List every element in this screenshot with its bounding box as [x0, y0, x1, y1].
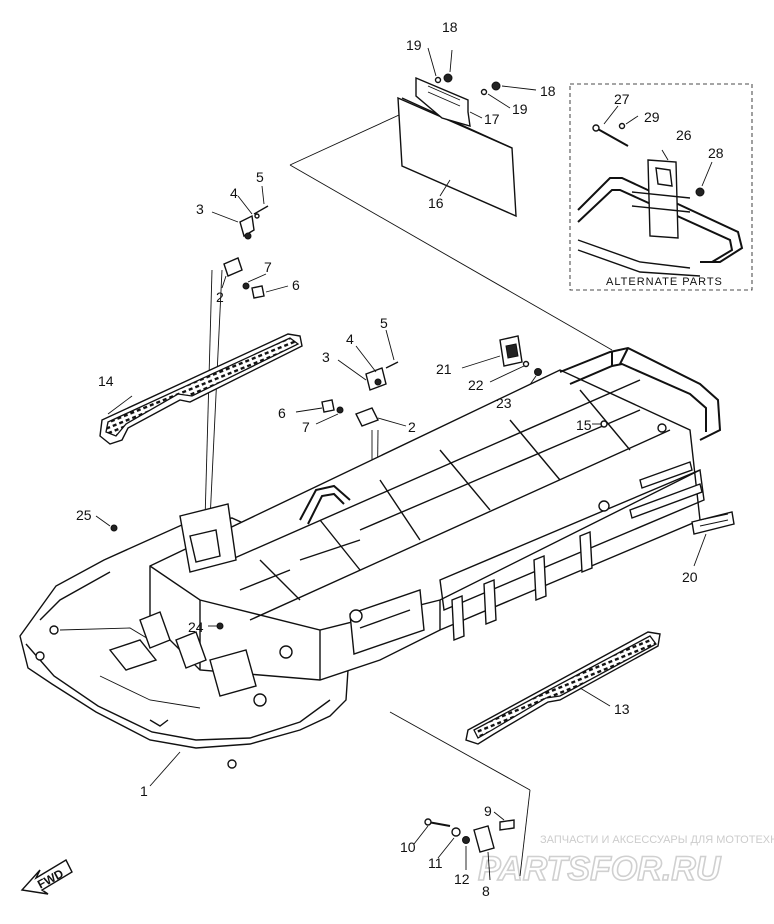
hinge-part-3b: [365, 367, 387, 391]
hinge-17: [415, 76, 471, 127]
callout-19: 19: [512, 101, 528, 117]
nut-28: [695, 187, 705, 197]
callout-18: 18: [442, 19, 458, 35]
callout-18: 18: [540, 83, 556, 99]
callout-12: 12: [454, 871, 470, 887]
hinge-part-3a: [239, 214, 255, 238]
nut-18a: [443, 73, 453, 83]
callout-3: 3: [196, 201, 204, 217]
callout-29: 29: [644, 109, 660, 125]
hinge-hardware-upper: [211, 185, 289, 299]
callout-5: 5: [380, 315, 388, 331]
callout-28: 28: [708, 145, 724, 161]
inset-dashed-frame: [569, 83, 753, 291]
callout-5: 5: [256, 169, 264, 185]
pin-5a: [253, 205, 269, 215]
hinge-hardware-center: [295, 329, 407, 427]
bolt-6a: [251, 285, 265, 299]
washer-7b: [336, 406, 344, 414]
rear-flap-group: [397, 47, 537, 218]
callout-23: 23: [496, 395, 512, 411]
callout-2: 2: [216, 289, 224, 305]
callout-11: 11: [428, 855, 443, 871]
bolt-10: [427, 821, 451, 827]
callout-19: 19: [406, 37, 422, 53]
callout-13: 13: [614, 701, 630, 717]
callout-16: 16: [428, 195, 444, 211]
hinge-part-2a: [223, 257, 243, 277]
callout-27: 27: [614, 91, 630, 107]
bolt-6b: [321, 399, 335, 413]
callout-4: 4: [230, 185, 238, 201]
bolt-27: [595, 127, 629, 147]
callout-26: 26: [676, 127, 692, 143]
hitch-hardware: [413, 811, 515, 881]
callout-numbers: 18 19 18 19 17 16 27 29 26 28 5 4 3 7 2 …: [76, 19, 724, 899]
alternate-parts-inset: ALTERNATE PARTS: [569, 83, 753, 291]
hitch-bracket-8: [473, 825, 495, 853]
callout-1: 1: [140, 783, 148, 799]
washer-29: [618, 122, 626, 130]
footrest-14: [99, 333, 303, 445]
washer-22: [522, 360, 530, 368]
chassis-frame-1: [19, 346, 735, 787]
washer-7a: [242, 282, 250, 290]
fastener-25: [110, 524, 118, 532]
washer-19a: [434, 76, 442, 84]
callout-15: 15: [576, 417, 592, 433]
callout-7: 7: [302, 419, 310, 435]
nut-18b: [491, 81, 501, 91]
callout-24: 24: [188, 619, 204, 635]
watermark-site: PARTSFOR.RU: [478, 850, 722, 888]
callout-9: 9: [484, 803, 492, 819]
nut-12: [462, 836, 470, 844]
washer-19b: [480, 88, 488, 96]
callout-6: 6: [278, 405, 286, 421]
alternate-parts-label: ALTERNATE PARTS: [606, 276, 723, 288]
bracket-21-group: [461, 335, 542, 397]
callout-25: 25: [76, 507, 92, 523]
pin-5b: [385, 361, 399, 369]
callout-21: 21: [436, 361, 452, 377]
callout-6: 6: [292, 277, 300, 293]
callout-8: 8: [482, 883, 490, 899]
callout-14: 14: [98, 373, 114, 389]
washer-11: [451, 827, 461, 837]
footrest-13: [465, 631, 661, 745]
callout-10: 10: [400, 839, 416, 855]
hinge-part-2b: [355, 407, 379, 427]
fwd-arrow: FWD: [20, 859, 73, 895]
watermark-tagline: ЗАПЧАСТИ И АКСЕССУАРЫ ДЛЯ МОТОТЕХНИКИ: [540, 834, 774, 846]
callout-3: 3: [322, 349, 330, 365]
callout-4: 4: [346, 331, 354, 347]
callout-17: 17: [484, 111, 500, 127]
callout-22: 22: [468, 377, 484, 393]
callout-7: 7: [264, 259, 272, 275]
watermark: ЗАПЧАСТИ И АКСЕССУАРЫ ДЛЯ МОТОТЕХНИКИ PA…: [477, 834, 774, 889]
nut-23: [534, 368, 542, 376]
callout-20: 20: [682, 569, 698, 585]
callout-2: 2: [408, 419, 416, 435]
pin-9: [499, 819, 515, 831]
